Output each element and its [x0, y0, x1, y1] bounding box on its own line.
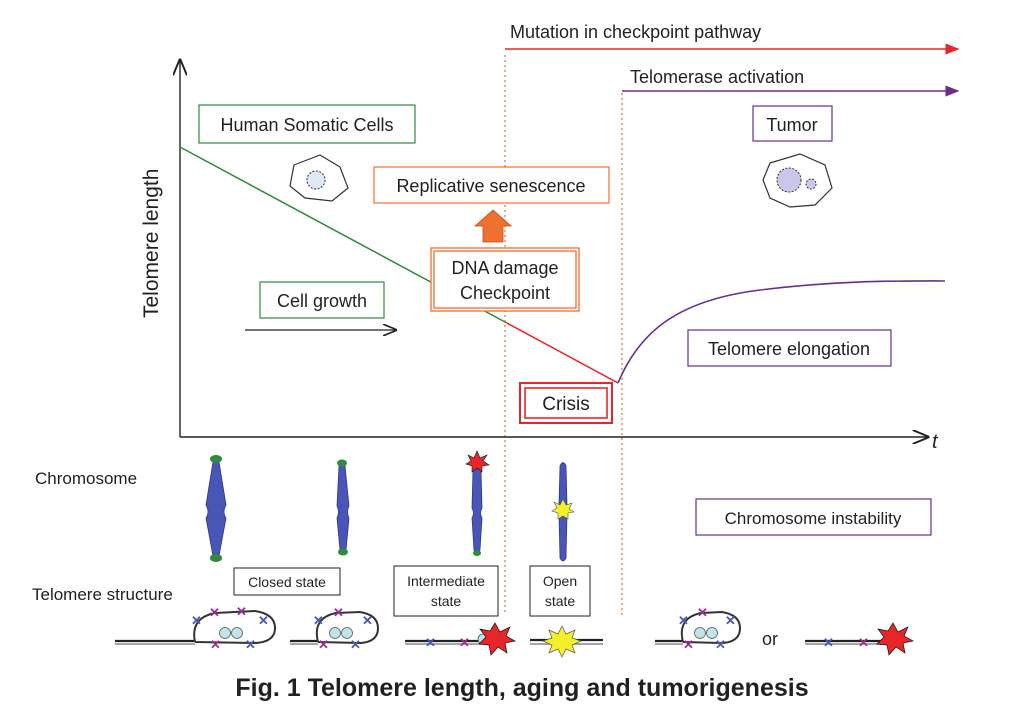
telomere-structure-row-label: Telomere structure: [32, 585, 173, 604]
svg-text:✕: ✕: [425, 635, 436, 650]
tumor-damaged-structure: ✕ ✕: [805, 622, 915, 656]
elongation-box: Telomere elongation: [687, 329, 892, 367]
svg-text:✕: ✕: [823, 635, 834, 650]
intermediate-label-1: Intermediate: [407, 573, 485, 589]
cell-growth-box: Cell growth: [245, 281, 396, 330]
chromosome-row-label: Chromosome: [35, 469, 137, 488]
somatic-label: Human Somatic Cells: [220, 115, 393, 135]
svg-text:✕: ✕: [715, 637, 726, 652]
x-axis-label: t: [932, 431, 939, 453]
chromosome-medium: [336, 459, 350, 556]
svg-text:✕: ✕: [678, 613, 689, 628]
crisis-label: Crisis: [542, 394, 590, 415]
tumor-label: Tumor: [766, 115, 817, 135]
dna-damage-box: DNA damage Checkpoint: [430, 247, 580, 312]
instability-label: Chromosome instability: [725, 509, 902, 528]
svg-text:✕: ✕: [858, 635, 869, 650]
fusion-burst-icon: [542, 625, 582, 658]
svg-text:✕: ✕: [362, 613, 373, 628]
senescence-up-arrow: [473, 209, 513, 243]
tumor-box: Tumor: [752, 105, 833, 142]
intermediate-state-box: Intermediate state: [393, 565, 499, 617]
or-label: or: [762, 629, 778, 649]
svg-text:✕: ✕: [725, 613, 736, 628]
svg-text:✕: ✕: [459, 635, 470, 650]
figure-caption: Fig. 1 Telomere length, aging and tumori…: [235, 674, 808, 702]
telomerase-label: Telomerase activation: [630, 67, 804, 87]
damage-star-icon: [465, 450, 490, 473]
somatic-cells-box: Human Somatic Cells: [198, 104, 416, 144]
intermediate-label-2: state: [431, 593, 462, 609]
tumor-cell-icon: [762, 153, 833, 208]
svg-text:✕: ✕: [350, 637, 361, 652]
t-loop-structure-tumor: ✕ ✕ ✕ ✕ ✕: [655, 605, 742, 652]
intermediate-structure: ✕ ✕: [405, 622, 517, 656]
chromosome-short: [465, 450, 490, 556]
closed-state-label: Closed state: [248, 574, 326, 590]
y-axis-label: Telomere length: [140, 169, 163, 318]
svg-text:✕: ✕: [258, 613, 269, 628]
cell-growth-label: Cell growth: [277, 291, 367, 311]
curve-decline-red: [504, 321, 619, 384]
normal-cell-icon: [289, 154, 349, 202]
senescence-label: Replicative senescence: [396, 176, 585, 196]
crisis-box: Crisis: [519, 382, 613, 424]
t-loop-structure-1: ✕ ✕ ✕ ✕ ✕ ✕: [115, 604, 277, 652]
svg-text:✕: ✕: [313, 613, 324, 628]
telomerase-arrow: Telomerase activation: [622, 67, 960, 97]
open-state-box: Open state: [529, 565, 591, 617]
svg-text:✕: ✕: [683, 637, 694, 652]
svg-text:✕: ✕: [210, 637, 221, 652]
svg-text:✕: ✕: [236, 604, 247, 619]
checkpoint-label: Checkpoint: [460, 283, 550, 303]
damage-burst-icon-2: [876, 622, 915, 656]
svg-text:✕: ✕: [191, 613, 202, 628]
curve-elongation: [617, 280, 946, 384]
mutation-arrow: Mutation in checkpoint pathway: [505, 22, 960, 55]
axes: Telomere length t: [140, 60, 939, 453]
svg-text:✕: ✕: [318, 637, 329, 652]
instability-box: Chromosome instability: [695, 498, 932, 536]
dna-damage-label: DNA damage: [451, 258, 558, 278]
svg-text:✕: ✕: [209, 605, 220, 620]
senescence-box: Replicative senescence: [373, 166, 610, 204]
t-loop-structure-2: ✕ ✕ ✕ ✕ ✕: [290, 605, 380, 652]
open-label-2: state: [545, 593, 576, 609]
elongation-label: Telomere elongation: [708, 339, 870, 359]
svg-text:✕: ✕: [697, 605, 708, 620]
svg-text:✕: ✕: [245, 637, 256, 652]
mutation-label: Mutation in checkpoint pathway: [510, 22, 761, 42]
chromosome-fused: [551, 462, 575, 562]
open-structure: [530, 625, 603, 658]
open-label-1: Open: [543, 573, 577, 589]
damage-burst-icon: [478, 622, 517, 656]
closed-state-box: Closed state: [233, 567, 341, 596]
svg-text:✕: ✕: [333, 605, 344, 620]
fusion-star-icon: [551, 498, 575, 520]
chromosome-long: [205, 455, 227, 562]
